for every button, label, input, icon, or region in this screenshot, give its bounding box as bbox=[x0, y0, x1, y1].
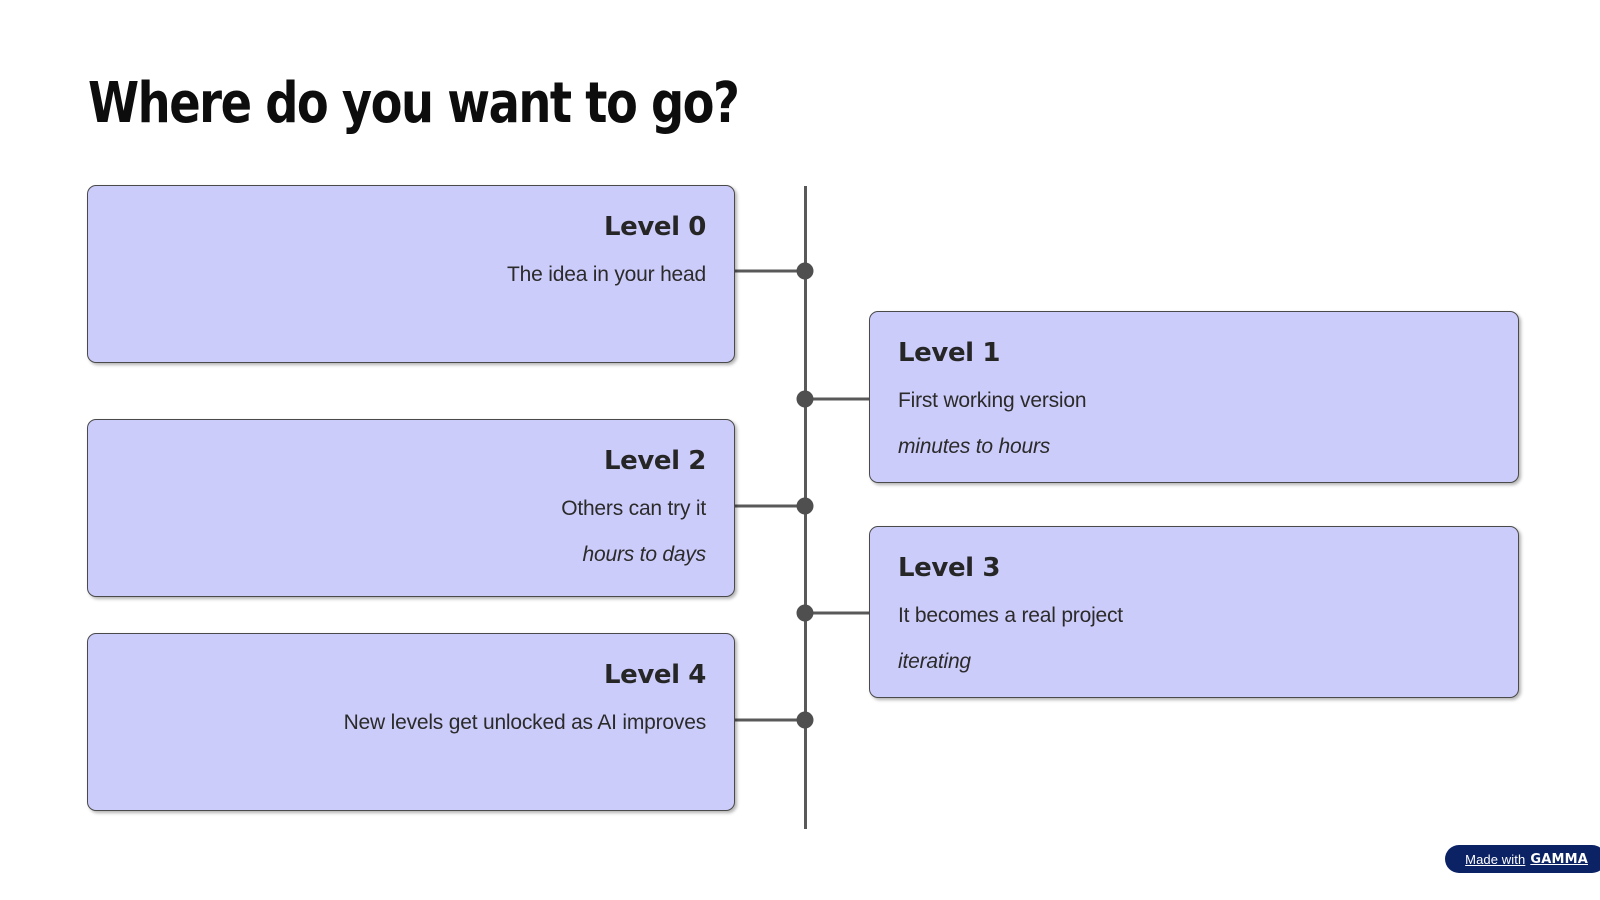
card-heading: Level 3 bbox=[898, 553, 1001, 583]
timeline-card-level-3[interactable]: Level 3 It becomes a real project iterat… bbox=[869, 526, 1519, 698]
connector-level-1 bbox=[805, 397, 870, 401]
badge-prefix-label: Made with bbox=[1465, 851, 1526, 867]
timeline-dot-level-2 bbox=[796, 497, 814, 515]
card-heading: Level 0 bbox=[603, 212, 706, 242]
timeline-dot-level-0 bbox=[796, 262, 814, 280]
card-heading: Level 1 bbox=[898, 338, 1001, 368]
timeline-card-level-2[interactable]: Level 2 Others can try it hours to days bbox=[87, 419, 735, 597]
timeline-dot-level-3 bbox=[796, 604, 814, 622]
card-note: iterating bbox=[898, 650, 971, 674]
timeline-dot-level-1 bbox=[796, 390, 814, 408]
card-heading: Level 4 bbox=[603, 660, 706, 690]
card-note: minutes to hours bbox=[898, 435, 1051, 459]
connector-level-3 bbox=[805, 611, 870, 615]
made-with-gamma-badge[interactable]: Made with GAMMA bbox=[1445, 845, 1600, 873]
page-title: Where do you want to go? bbox=[88, 71, 740, 136]
timeline-dot-level-4 bbox=[796, 711, 814, 729]
timeline-card-level-1[interactable]: Level 1 First working version minutes to… bbox=[869, 311, 1519, 483]
connector-level-2 bbox=[735, 504, 805, 508]
card-heading: Level 2 bbox=[603, 446, 706, 476]
card-body: The idea in your head bbox=[507, 263, 706, 287]
card-note: hours to days bbox=[582, 543, 707, 567]
card-body: Others can try it bbox=[561, 497, 706, 521]
connector-level-0 bbox=[735, 269, 805, 273]
timeline-card-level-4[interactable]: Level 4 New levels get unlocked as AI im… bbox=[87, 633, 735, 811]
connector-level-4 bbox=[735, 718, 805, 722]
card-body: New levels get unlocked as AI improves bbox=[343, 711, 707, 735]
badge-brand-label: GAMMA bbox=[1530, 851, 1588, 867]
card-body: It becomes a real project bbox=[898, 604, 1123, 628]
card-body: First working version bbox=[898, 389, 1087, 413]
timeline-card-level-0[interactable]: Level 0 The idea in your head bbox=[87, 185, 735, 363]
